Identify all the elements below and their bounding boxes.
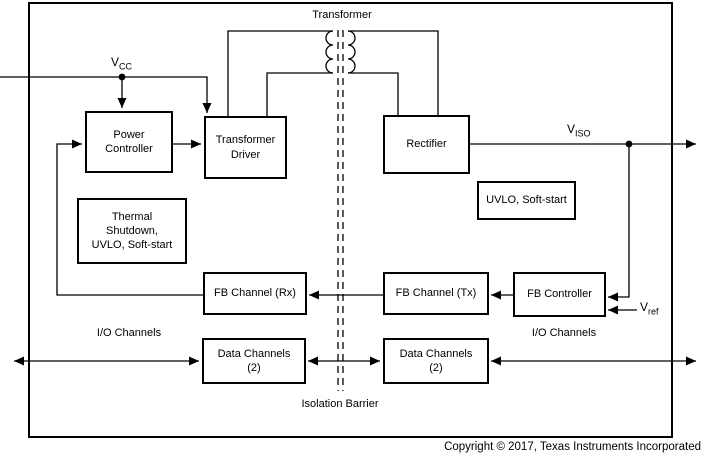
feedback-wire: [56, 139, 203, 296]
vref-label: Vref: [640, 300, 659, 317]
block-power-controller: Power Controller: [85, 111, 173, 173]
viso-label: VISO: [567, 122, 591, 139]
vcc-base: V: [111, 55, 120, 69]
secondary-bottom-wire: [348, 72, 399, 115]
viso-sub: ISO: [575, 128, 591, 139]
transformer-label: Transformer: [312, 9, 372, 21]
primary-bottom-wire: [266, 72, 333, 116]
block-data-channels-right: Data Channels (2): [383, 338, 489, 384]
vref-base: V: [640, 300, 649, 314]
viso-sense-wire: [608, 144, 630, 302]
io-channels-left-label: I/O Channels: [96, 327, 162, 339]
vcc-junction-dot: [118, 73, 126, 81]
secondary-top-wire: [348, 30, 439, 115]
block-rectifier: Rectifier: [383, 115, 470, 174]
vcc-label: VCC: [111, 55, 133, 72]
io-channels-right-label: I/O Channels: [531, 327, 597, 339]
block-fb-channel-tx: FB Channel (Tx): [383, 272, 489, 315]
block-fb-controller: FB Controller: [513, 272, 606, 317]
copyright-notice: Copyright © 2017, Texas Instruments Inco…: [444, 441, 701, 453]
secondary-winding-icon: [347, 30, 356, 74]
vref-sub: ref: [648, 306, 659, 317]
vcc-sub: CC: [119, 61, 133, 72]
block-uvlo-soft-start: UVLO, Soft-start: [477, 181, 576, 220]
primary-top-wire: [227, 30, 333, 116]
vcc-rail: [0, 76, 212, 113]
viso-base: V: [567, 122, 576, 136]
viso-junction-dot: [625, 140, 633, 148]
device-boundary: [28, 2, 673, 438]
block-data-channels-left: Data Channels (2): [202, 338, 306, 384]
isolation-barrier-label: Isolation Barrier: [301, 398, 379, 410]
block-fb-channel-rx: FB Channel (Rx): [203, 272, 307, 315]
block-thermal-shutdown: Thermal Shutdown, UVLO, Soft-start: [77, 198, 187, 264]
block-transformer-driver: Transformer Driver: [204, 116, 287, 179]
primary-winding-icon: [325, 30, 334, 74]
